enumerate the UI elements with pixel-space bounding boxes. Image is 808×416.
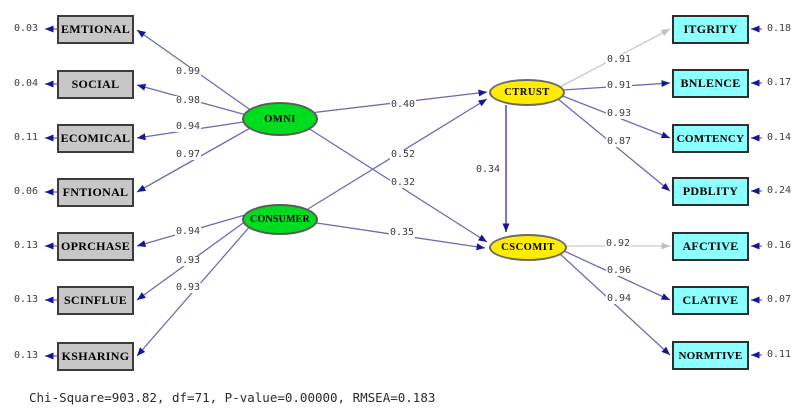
indicator-box-ksharing: KSHARING <box>57 342 134 371</box>
indicator-box-oprchase: OPRCHASE <box>57 232 134 261</box>
loading-omni-fntional: 0.97 <box>174 149 202 160</box>
error-value-social: 0.04 <box>12 78 40 89</box>
indicator-box-itgrity: ITGRITY <box>672 15 749 44</box>
loading-cscomit-afctive: 0.92 <box>604 238 632 249</box>
path-value-ctrust-cscomit: 0.34 <box>474 164 502 175</box>
indicator-box-scinflue: SCINFLUE <box>57 286 134 315</box>
indicator-box-afctive: AFCTIVE <box>672 232 749 261</box>
arrow-cscomit-normtive <box>558 252 671 356</box>
error-value-ecomical: 0.11 <box>12 132 40 143</box>
error-value-scinflue: 0.13 <box>12 294 40 305</box>
indicator-box-ecomical: ECOMICAL <box>57 124 134 153</box>
loading-consumer-ksharing: 0.93 <box>174 282 202 293</box>
indicator-box-bnlence: BNLENCE <box>672 69 749 98</box>
loading-ctrust-comtency: 0.93 <box>605 108 633 119</box>
error-value-bnlence: 0.17 <box>765 77 793 88</box>
path-value-consumer-cscomit: 0.35 <box>388 227 416 238</box>
loading-ctrust-pdblity: 0.87 <box>605 136 633 147</box>
indicator-box-fntional: FNTIONAL <box>57 178 134 207</box>
path-value-consumer-ctrust: 0.52 <box>389 149 417 160</box>
error-value-pdblity: 0.24 <box>765 185 793 196</box>
error-value-normtive: 0.11 <box>765 349 793 360</box>
indicator-box-normtive: NORMTIVE <box>672 341 749 370</box>
error-value-ksharing: 0.13 <box>12 350 40 361</box>
latent-cscomit: CSCOMIT <box>489 234 567 261</box>
error-value-afctive: 0.16 <box>765 240 793 251</box>
error-value-clative: 0.07 <box>765 294 793 305</box>
error-value-oprchase: 0.13 <box>12 240 40 251</box>
latent-omni: OMNI <box>242 102 318 136</box>
loading-ctrust-itgrity: 0.91 <box>605 54 633 65</box>
loading-consumer-scinflue: 0.93 <box>174 255 202 266</box>
path-value-omni-ctrust: 0.40 <box>389 99 417 110</box>
indicator-box-pdblity: PDBLITY <box>672 177 749 206</box>
error-value-comtency: 0.14 <box>765 132 793 143</box>
error-value-emtional: 0.03 <box>12 23 40 34</box>
latent-ctrust: CTRUST <box>489 79 565 106</box>
indicator-box-emtional: EMTIONAL <box>57 15 134 44</box>
loading-cscomit-normtive: 0.94 <box>605 293 633 304</box>
loading-ctrust-bnlence: 0.91 <box>605 80 633 91</box>
loading-omni-emtional: 0.99 <box>174 66 202 77</box>
indicator-box-clative: CLATIVE <box>672 286 749 315</box>
indicator-box-social: SOCIAL <box>57 70 134 99</box>
loading-cscomit-clative: 0.96 <box>605 265 633 276</box>
error-value-itgrity: 0.18 <box>765 23 793 34</box>
indicator-box-comtency: COMTENCY <box>672 124 749 153</box>
loading-consumer-oprchase: 0.94 <box>174 226 202 237</box>
loading-omni-ecomical: 0.94 <box>174 121 202 132</box>
loading-omni-social: 0.98 <box>174 95 202 106</box>
latent-consumer: CONSUMER <box>242 204 318 235</box>
path-value-omni-cscomit: 0.32 <box>389 177 417 188</box>
error-value-fntional: 0.06 <box>12 186 40 197</box>
fit-statistics-text: Chi-Square=903.82, df=71, P-value=0.0000… <box>29 390 436 405</box>
